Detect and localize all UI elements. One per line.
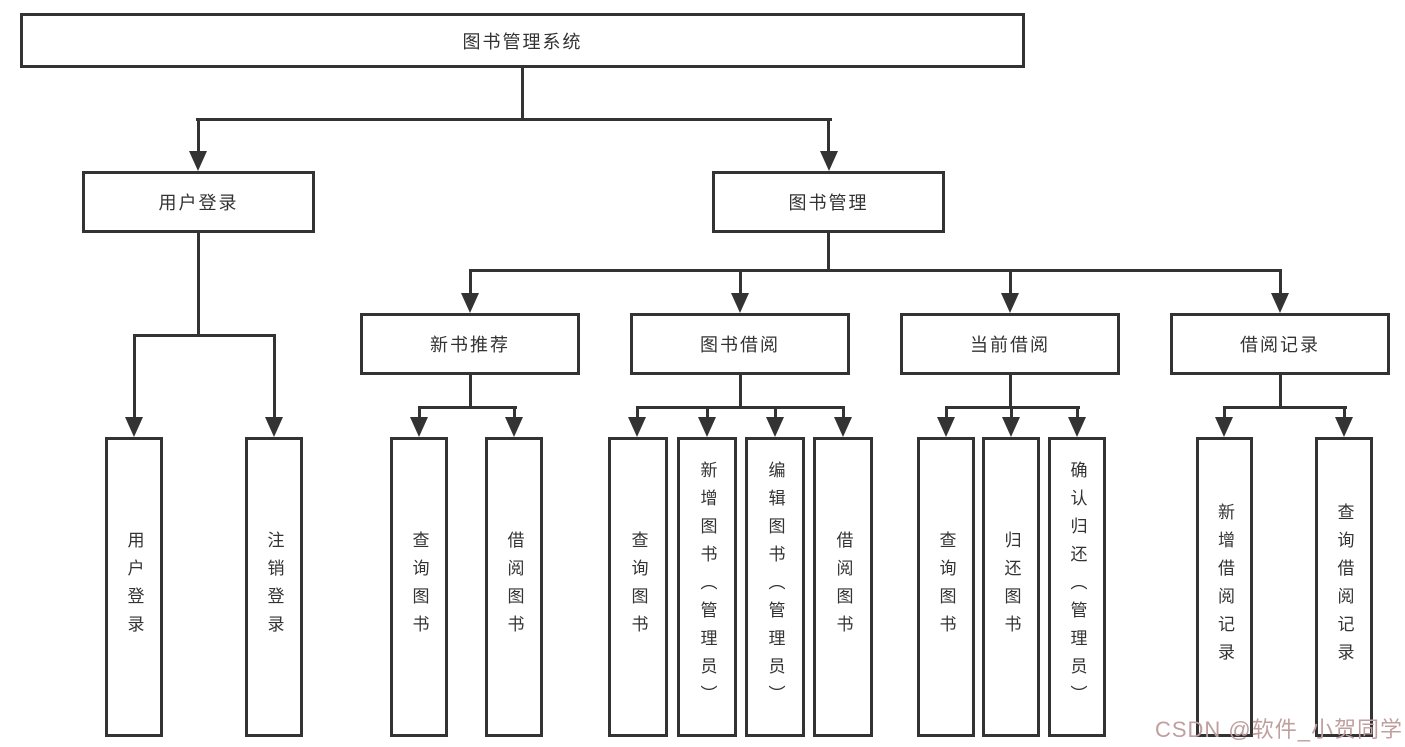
node-label: 新书推荐: [430, 335, 510, 355]
node-label: 查询借阅记录: [1334, 503, 1354, 671]
connector-line: [1343, 406, 1346, 421]
connector-line: [197, 118, 200, 154]
arrow-down-icon: [410, 417, 428, 437]
leaf-add-borrow-record: 新增借阅记录: [1196, 437, 1253, 737]
node-label: 图书管理: [788, 193, 869, 213]
leaf-add-book-admin: 新增图书（管理员）: [677, 437, 737, 737]
node-label: 查询图书: [936, 531, 956, 643]
connector-line: [469, 269, 472, 297]
arrow-down-icon: [1335, 417, 1353, 437]
arrow-down-icon: [628, 417, 646, 437]
node-label: 用户登录: [124, 531, 144, 643]
connector-line: [1223, 406, 1347, 409]
connector-line: [1009, 375, 1012, 408]
connector-line: [418, 406, 421, 421]
connector-line: [774, 406, 777, 421]
node-label: 归还图书: [1001, 531, 1021, 643]
connector-line: [133, 334, 276, 337]
node-book-borrowing: 图书借阅: [630, 313, 850, 375]
node-label: 查询图书: [628, 531, 648, 643]
arrow-down-icon: [125, 417, 143, 437]
node-label: 用户登录: [158, 193, 239, 213]
arrow-down-icon: [1271, 293, 1289, 313]
connector-line: [1009, 269, 1012, 297]
arrow-down-icon: [461, 293, 479, 313]
node-user-login: 用户登录: [82, 171, 315, 233]
connector-line: [469, 269, 1282, 272]
arrow-down-icon: [766, 417, 784, 437]
arrow-down-icon: [820, 151, 838, 171]
node-borrowing-records: 借阅记录: [1170, 313, 1390, 375]
connector-line: [739, 375, 742, 408]
node-label: 确认归还（管理员）: [1067, 461, 1087, 713]
connector-line: [636, 406, 845, 409]
leaf-edit-book-admin: 编辑图书（管理员）: [745, 437, 805, 737]
connector-line: [945, 406, 948, 421]
arrow-down-icon: [698, 417, 716, 437]
node-label: 借阅记录: [1240, 335, 1320, 355]
leaf-query-book-borrowing: 查询图书: [608, 437, 668, 737]
leaf-return-book: 归还图书: [982, 437, 1040, 737]
node-label: 图书借阅: [700, 335, 780, 355]
arrow-down-icon: [834, 417, 852, 437]
node-label: 借阅图书: [504, 531, 524, 643]
connector-line: [1010, 406, 1013, 421]
arrow-down-icon: [189, 151, 207, 171]
node-new-book-recommend: 新书推荐: [360, 313, 580, 375]
connector-line: [827, 233, 830, 271]
connector-line: [133, 334, 136, 421]
node-label: 图书管理系统: [462, 31, 583, 52]
connector-line: [196, 118, 832, 121]
connector-line: [513, 406, 516, 421]
leaf-confirm-return-admin: 确认归还（管理员）: [1048, 437, 1106, 737]
connector-line: [273, 334, 276, 421]
arrow-down-icon: [731, 293, 749, 313]
arrow-down-icon: [1001, 293, 1019, 313]
arrow-down-icon: [265, 417, 283, 437]
leaf-query-book-recommend: 查询图书: [390, 437, 448, 737]
node-label: 查询图书: [409, 531, 429, 643]
leaf-query-book-current: 查询图书: [917, 437, 975, 737]
connector-line: [521, 68, 524, 120]
connector-line: [827, 118, 830, 154]
connector-line: [469, 375, 472, 408]
connector-line: [418, 406, 517, 409]
node-library-system: 图书管理系统: [20, 13, 1025, 68]
arrow-down-icon: [505, 417, 523, 437]
connector-line: [739, 269, 742, 297]
csdn-watermark: CSDN @软件_小贺同学: [1154, 717, 1403, 742]
node-label: 注销登录: [264, 531, 284, 643]
leaf-borrow-book: 借阅图书: [813, 437, 873, 737]
node-label: 借阅图书: [833, 531, 853, 643]
node-book-management: 图书管理: [712, 171, 945, 233]
node-label: 当前借阅: [970, 335, 1050, 355]
arrow-down-icon: [1002, 417, 1020, 437]
node-label: 新增图书（管理员）: [697, 461, 717, 713]
connector-line: [197, 233, 200, 336]
connector-line: [706, 406, 709, 421]
arrow-down-icon: [937, 417, 955, 437]
connector-line: [1279, 269, 1282, 297]
leaf-borrow-book-recommend: 借阅图书: [485, 437, 543, 737]
leaf-logout: 注销登录: [245, 437, 303, 737]
connector-line: [1223, 406, 1226, 421]
node-current-borrowing: 当前借阅: [900, 313, 1120, 375]
connector-line: [1279, 375, 1282, 408]
leaf-user-login: 用户登录: [105, 437, 163, 737]
node-label: 新增借阅记录: [1215, 503, 1234, 671]
leaf-query-borrow-record: 查询借阅记录: [1315, 437, 1373, 737]
connector-line: [636, 406, 639, 421]
arrow-down-icon: [1068, 417, 1086, 437]
connector-line: [1076, 406, 1079, 421]
node-label: 编辑图书（管理员）: [765, 461, 785, 713]
arrow-down-icon: [1215, 417, 1233, 437]
connector-line: [842, 406, 845, 421]
